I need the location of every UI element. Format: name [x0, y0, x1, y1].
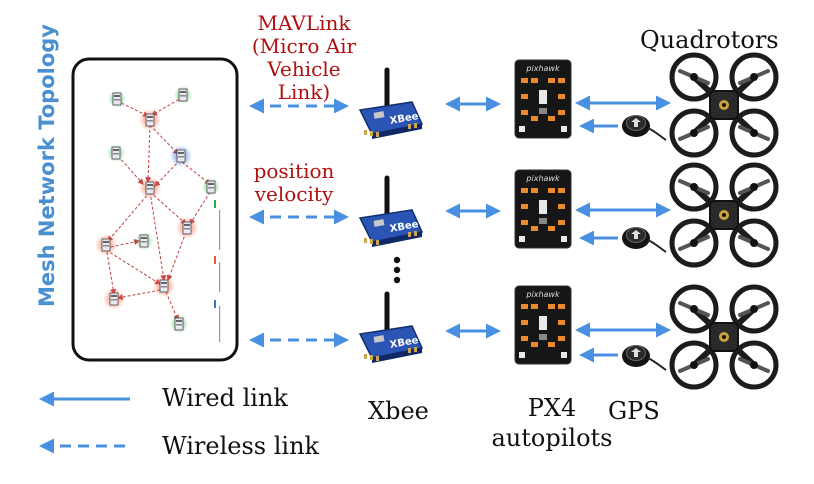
wired-arrows-xbee-px4 — [445, 96, 501, 339]
quadrotor-icon — [672, 55, 776, 155]
wired-arrows-gps-px4 — [579, 118, 618, 363]
mesh-network-graph — [95, 86, 221, 342]
quadrotors-label: Quadrotors — [640, 26, 779, 54]
gps-label: GPS — [608, 397, 660, 425]
gps-puck-icon — [621, 344, 667, 371]
gps-puck-icon — [621, 226, 667, 253]
legend-wired-label: Wired link — [162, 384, 288, 412]
quadrotor-icon — [672, 287, 776, 387]
mesh-network-title: Mesh Network Topology — [35, 24, 59, 307]
quadrotor-icon — [672, 165, 776, 265]
px4-autopilots-label: PX4 autopilots — [491, 394, 613, 452]
mavlink-label: MAVLink (Micro Air Vehicle Link) — [251, 11, 357, 104]
xbee-label: Xbee — [368, 397, 429, 425]
legend-wireless-label: Wireless link — [162, 432, 320, 460]
xbee-module-icon — [360, 70, 422, 139]
gps-puck-icon — [621, 114, 667, 141]
xbee-module-icon — [360, 178, 422, 247]
px4-autopilot-icon — [514, 169, 572, 249]
px4-autopilot-icon — [514, 285, 572, 365]
mesh-network-box — [71, 57, 239, 362]
px4-autopilot-icon — [514, 59, 572, 139]
vertical-ellipsis — [393, 256, 401, 284]
wireless-arrows — [249, 98, 349, 348]
wired-arrows-px4-quad — [575, 95, 671, 338]
graph-mini-legend — [214, 200, 221, 342]
position-velocity-label: position velocity — [253, 159, 335, 206]
xbee-module-icon — [360, 294, 422, 363]
